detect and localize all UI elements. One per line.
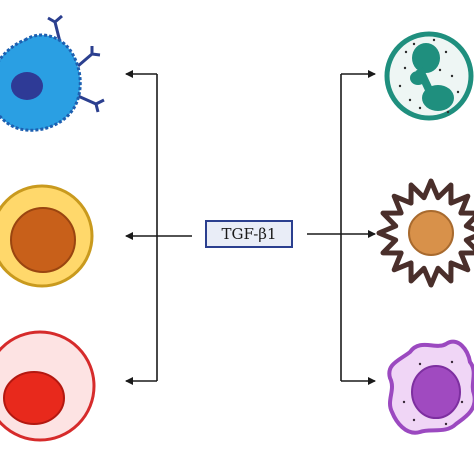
left-bracket bbox=[125, 70, 192, 385]
plasma-cell bbox=[0, 330, 96, 442]
neutrophil bbox=[384, 31, 474, 121]
neutrophil-nucleus bbox=[410, 43, 454, 111]
plasma-cell-nucleus bbox=[3, 371, 65, 425]
eosinophil-spiky-cell bbox=[376, 178, 474, 288]
mast-cell bbox=[0, 184, 94, 288]
dendritic-cell bbox=[0, 14, 105, 132]
right-bracket bbox=[307, 70, 376, 385]
tgf-beta1-label: TGF-β1 bbox=[205, 220, 293, 248]
macrophage-nucleus bbox=[411, 365, 461, 419]
macrophage bbox=[387, 339, 474, 435]
dendritic-nucleus bbox=[11, 72, 43, 100]
eosinophil-nucleus bbox=[408, 210, 454, 256]
mast-cell-nucleus bbox=[10, 207, 76, 273]
tgf-beta1-text: TGF-β1 bbox=[221, 225, 277, 243]
